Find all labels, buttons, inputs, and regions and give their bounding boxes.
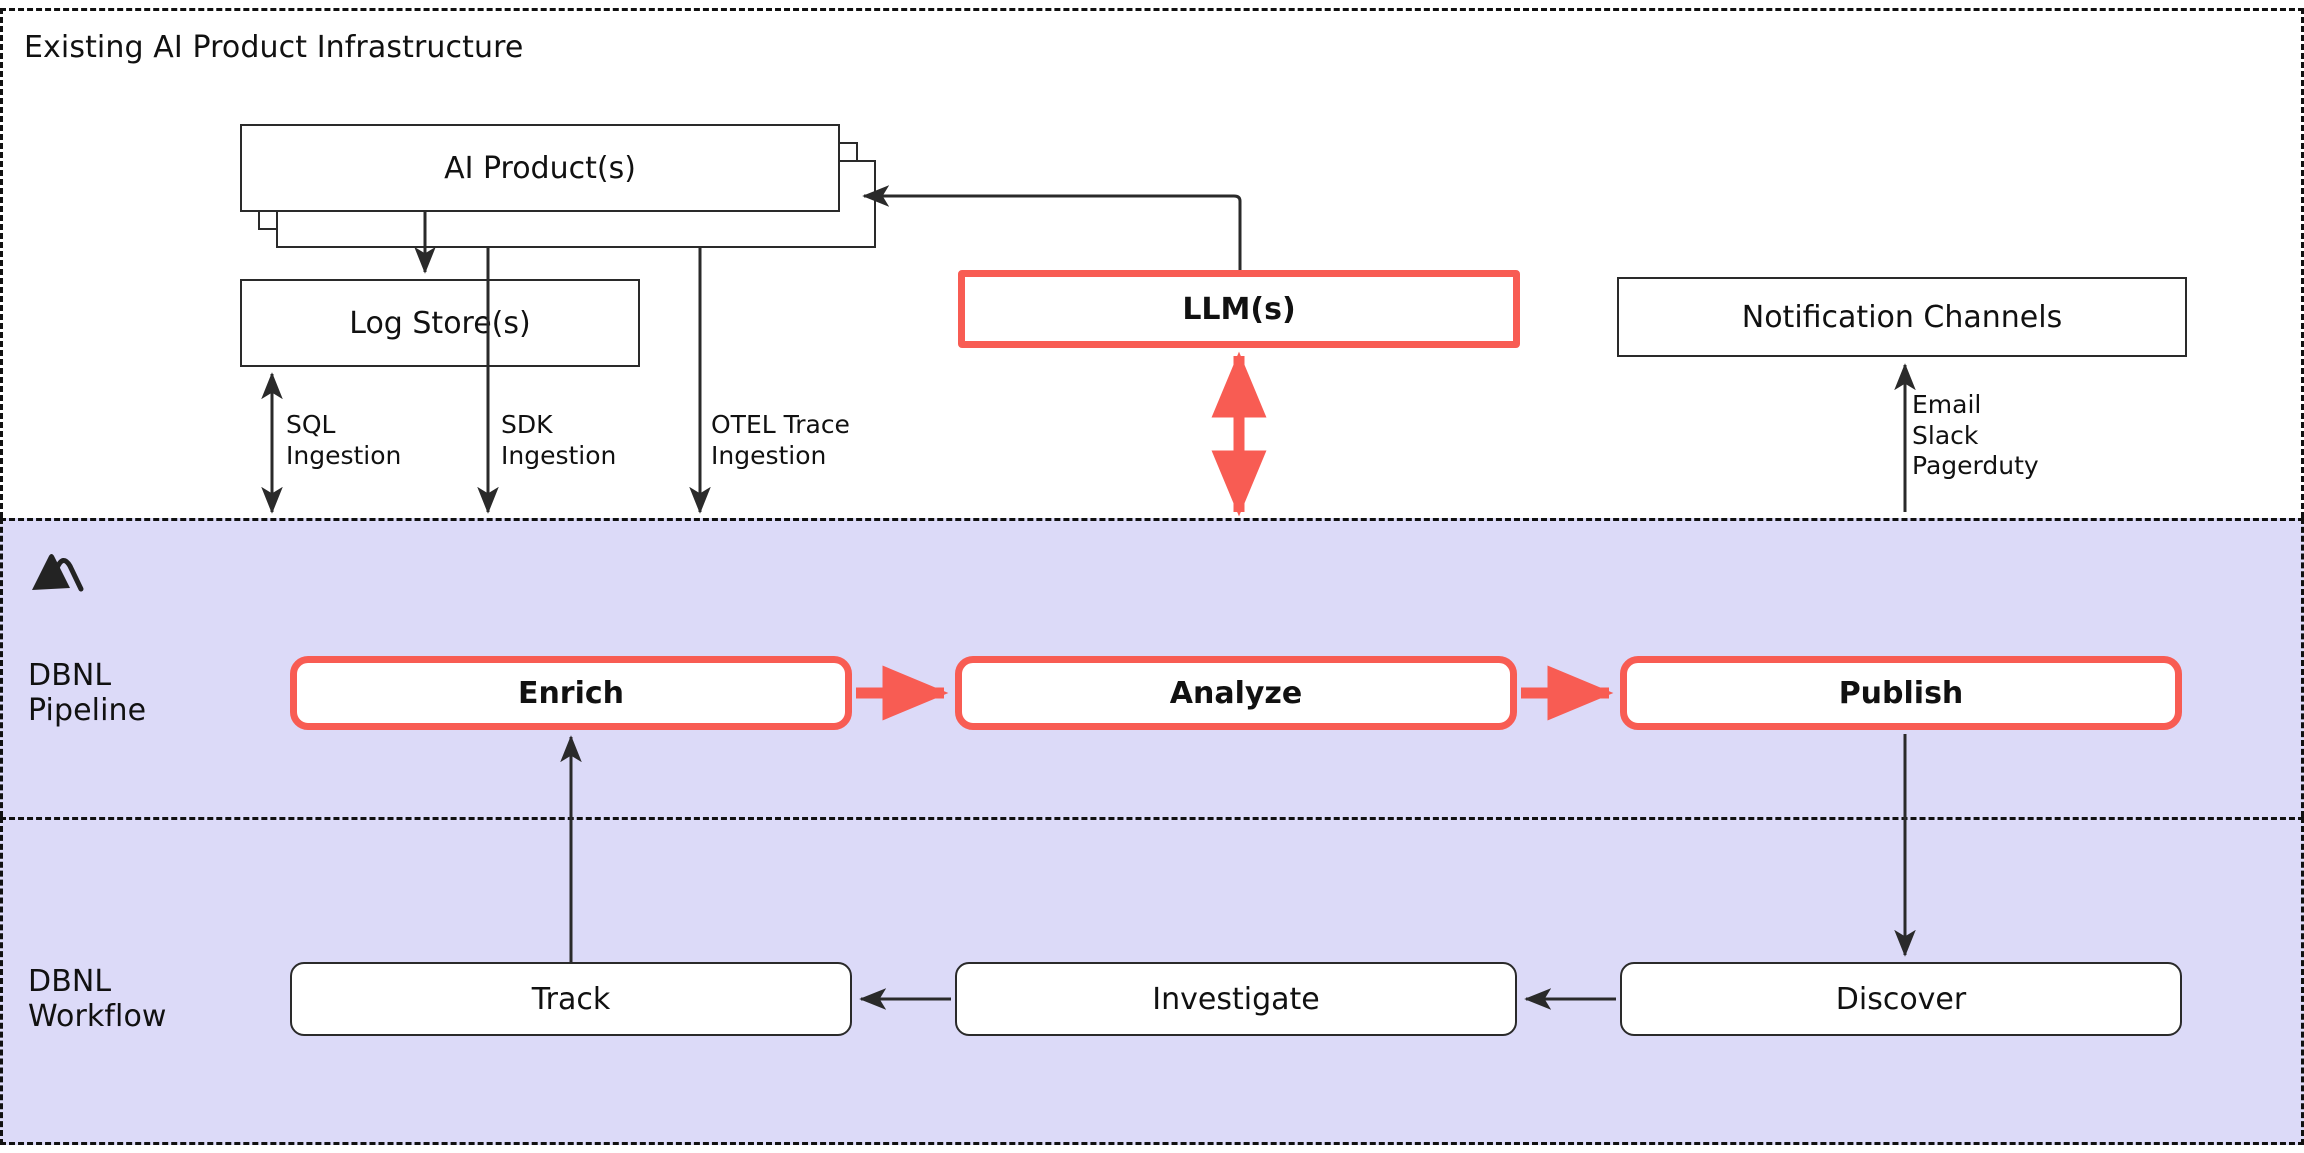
node-notification-channels[interactable]: Notification Channels: [1617, 277, 2187, 357]
node-enrich[interactable]: Enrich: [290, 656, 852, 730]
node-ai-products[interactable]: AI Product(s): [240, 124, 840, 212]
node-discover[interactable]: Discover: [1620, 962, 2182, 1036]
edge-label-notification-methods: Email Slack Pagerduty: [1912, 390, 2039, 480]
node-log-stores[interactable]: Log Store(s): [240, 279, 640, 367]
band-title-workflow: DBNL Workflow: [28, 964, 167, 1035]
node-llms[interactable]: LLM(s): [958, 270, 1520, 348]
node-track[interactable]: Track: [290, 962, 852, 1036]
edge-label-otel-trace-ingestion: OTEL Trace Ingestion: [711, 410, 850, 470]
node-analyze[interactable]: Analyze: [955, 656, 1517, 730]
edge-label-sdk-ingestion: SDK Ingestion: [501, 410, 617, 470]
band-title-pipeline: DBNL Pipeline: [28, 658, 147, 729]
node-investigate[interactable]: Investigate: [955, 962, 1517, 1036]
node-publish[interactable]: Publish: [1620, 656, 2182, 730]
edge-label-sql-ingestion: SQL Ingestion: [286, 410, 402, 470]
band-title-existing: Existing AI Product Infrastructure: [24, 30, 524, 65]
dbnl-mountain-logo: [32, 554, 84, 592]
